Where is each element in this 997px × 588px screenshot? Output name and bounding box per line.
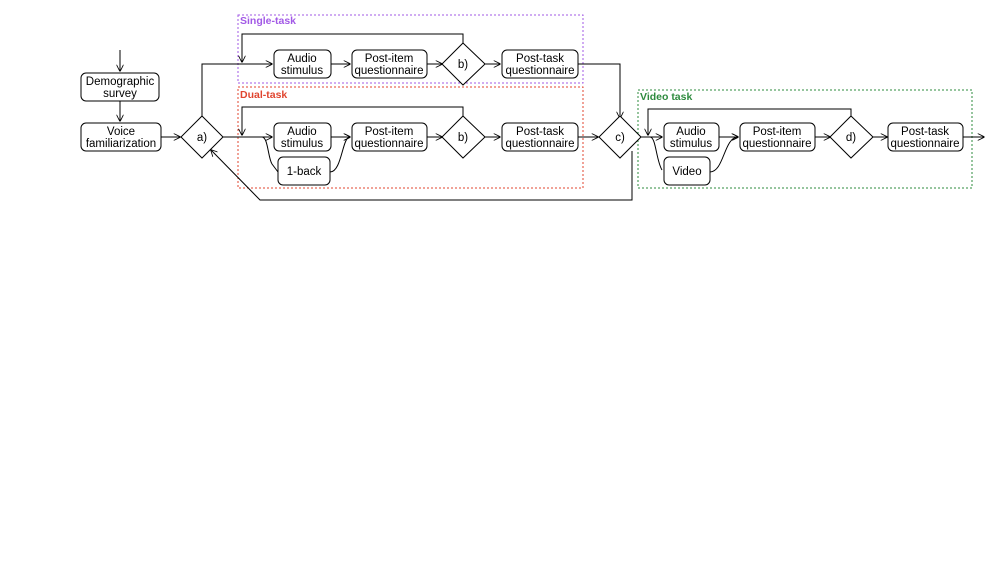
dual-post-task-line2: questionnaire (505, 138, 574, 150)
dual-audio-stimulus-line2: stimulus (281, 138, 323, 150)
dual-audio-stimulus-node: Audio stimulus (273, 122, 332, 152)
single-post-task-line2: questionnaire (505, 65, 574, 77)
video-post-task-line2: questionnaire (890, 138, 959, 150)
demographic-survey-line2: survey (103, 88, 137, 100)
dual-post-task-line1: Post-task (516, 126, 564, 138)
single-decision-b-label: b) (458, 59, 468, 71)
dual-one-back-label: 1-back (287, 166, 322, 178)
single-task-label: Single-task (240, 15, 296, 27)
dual-decision-b-label: b) (458, 132, 468, 144)
video-task-group: Video task (637, 89, 973, 189)
video-video-node: Video (663, 156, 711, 186)
edge-c-back-a (211, 150, 633, 201)
single-audio-stimulus-line1: Audio (287, 53, 316, 65)
dual-decision-b-node: b) (441, 115, 486, 159)
single-post-task-node: Post-task questionnaire (501, 49, 579, 79)
single-post-item-line1: Post-item (365, 53, 414, 65)
edge-video-split (649, 136, 663, 171)
decision-d-node: d) (829, 115, 874, 159)
single-post-task-line1: Post-task (516, 53, 564, 65)
dual-post-item-line1: Post-item (365, 126, 414, 138)
video-audio-stimulus-node: Audio stimulus (663, 122, 720, 152)
edge-dual-split-oneback (261, 136, 279, 173)
decision-c-node: c) (598, 115, 642, 159)
video-audio-stimulus-line1: Audio (676, 126, 705, 138)
decision-d-label: d) (846, 132, 856, 144)
voice-familiarization-line2: familiarization (86, 138, 156, 150)
edge-d-loop (648, 108, 852, 135)
video-task-label: Video task (640, 91, 692, 103)
decision-a-label: a) (197, 132, 207, 144)
single-post-item-line2: questionnaire (354, 65, 423, 77)
edges (120, 33, 984, 201)
demographic-survey-node: Demographic survey (80, 72, 160, 102)
video-video-label: Video (672, 166, 701, 178)
edge-single-b-loop (242, 33, 464, 62)
video-audio-stimulus-line2: stimulus (670, 138, 712, 150)
single-decision-b-node: b) (441, 42, 486, 86)
edge-dual-b-loop (242, 106, 464, 135)
demographic-survey-line1: Demographic (86, 76, 155, 88)
dual-post-item-node: Post-item questionnaire (351, 122, 428, 152)
dual-post-task-node: Post-task questionnaire (501, 122, 579, 152)
video-post-item-line1: Post-item (753, 126, 802, 138)
edge-a-single-audio (201, 64, 272, 116)
single-audio-stimulus-line2: stimulus (281, 65, 323, 77)
edge-single-posttask-c (578, 63, 620, 118)
dual-post-item-line2: questionnaire (354, 138, 423, 150)
dual-audio-stimulus-line1: Audio (287, 126, 316, 138)
dual-task-label: Dual-task (240, 89, 287, 101)
single-task-group: Single-task (237, 14, 584, 84)
voice-familiarization-line1: Voice (107, 126, 135, 138)
video-post-item-node: Post-item questionnaire (739, 122, 816, 152)
decision-c-label: c) (615, 132, 625, 144)
single-post-item-node: Post-item questionnaire (351, 49, 428, 79)
video-post-task-line1: Post-task (901, 126, 949, 138)
single-audio-stimulus-node: Audio stimulus (273, 49, 332, 79)
video-post-task-node: Post-task questionnaire (887, 122, 964, 152)
voice-familiarization-node: Voice familiarization (80, 122, 162, 152)
edge-oneback-postitem (329, 137, 350, 173)
decision-a-node: a) (180, 115, 224, 159)
dual-one-back-node: 1-back (277, 156, 331, 186)
video-post-item-line2: questionnaire (742, 138, 811, 150)
